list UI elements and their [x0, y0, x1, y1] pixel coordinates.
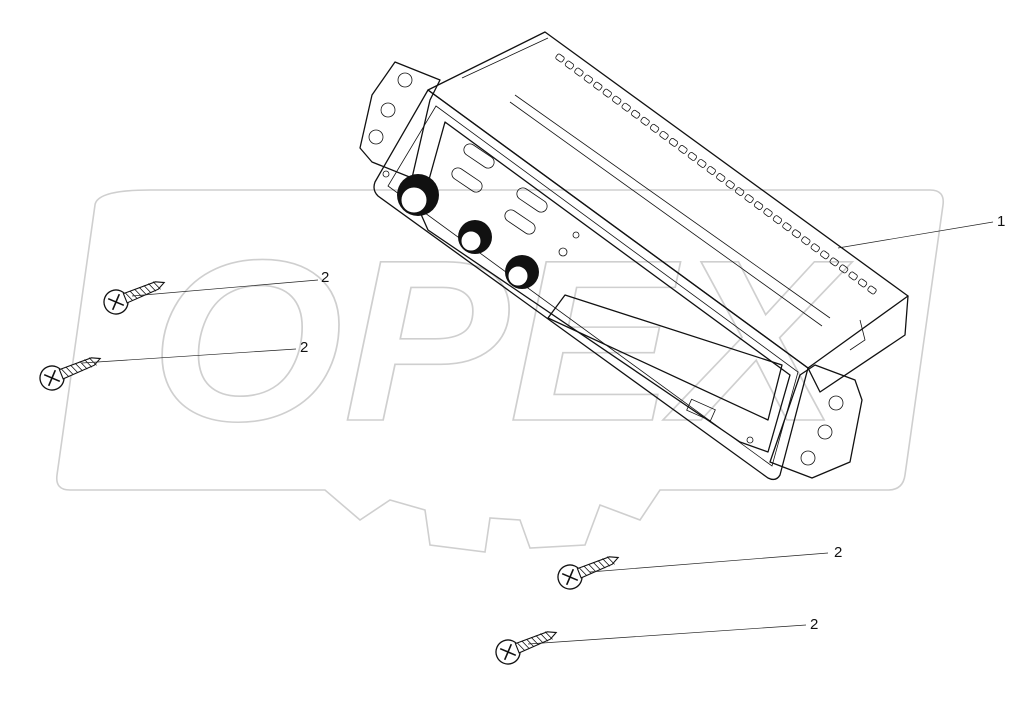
- vent-slot: [612, 95, 622, 105]
- callout-radio: 1: [997, 213, 1005, 230]
- vent-slot: [555, 53, 565, 63]
- vent-slot: [848, 271, 858, 281]
- radio-front-bezel: [373, 89, 809, 481]
- screw: [495, 631, 558, 665]
- vent-slot: [716, 173, 726, 182]
- vent-slot: [602, 88, 612, 98]
- vent-slot: [782, 222, 792, 232]
- vent-slot: [564, 60, 575, 70]
- usb-port: [686, 398, 716, 422]
- callout-screw-d: 2: [810, 616, 818, 633]
- tuning-knob: [458, 220, 492, 254]
- vent-slot: [820, 250, 830, 260]
- vent-slot: [857, 278, 868, 288]
- watermark-logo: OPEX: [55, 189, 945, 553]
- callout-labels: 1 2 2 2 2: [300, 213, 1005, 633]
- vent-slot: [829, 257, 839, 267]
- callout-screw-a: 2: [321, 269, 329, 286]
- third-knob: [505, 255, 539, 289]
- vent-slot: [659, 130, 669, 140]
- vent-slot: [801, 236, 811, 246]
- screw: [39, 357, 102, 391]
- watermark-text: OPEX: [150, 212, 852, 469]
- vent-slot: [839, 264, 849, 274]
- vent-slot: [706, 166, 716, 175]
- callout-screw-c: 2: [834, 544, 842, 561]
- vent-slot: [763, 208, 773, 218]
- radio-unit: [359, 31, 909, 481]
- vent-slot: [668, 137, 679, 147]
- vent-slots: [555, 53, 877, 295]
- volume-knob: [397, 174, 439, 216]
- vent-slot: [744, 194, 754, 203]
- vent-slot: [678, 145, 688, 154]
- vent-slot: [574, 67, 584, 77]
- vent-slot: [687, 152, 697, 161]
- vent-slot: [810, 243, 820, 253]
- vent-slot: [697, 159, 707, 168]
- vent-slot: [649, 123, 660, 133]
- vent-slot: [772, 215, 783, 225]
- screw: [103, 281, 166, 315]
- leader-lines: [81, 221, 994, 645]
- vent-slot: [593, 81, 603, 91]
- callout-screw-b: 2: [300, 339, 308, 356]
- vent-slot: [640, 116, 650, 126]
- vent-slot: [583, 74, 593, 84]
- right-mounting-bracket: [769, 364, 863, 479]
- vent-slot: [631, 109, 641, 119]
- preset-buttons: [451, 143, 548, 235]
- vent-slot: [753, 201, 764, 211]
- vent-slot: [791, 229, 801, 239]
- screws: [39, 281, 620, 665]
- vent-slot: [725, 180, 735, 189]
- vent-slot: [621, 102, 631, 112]
- vent-slot: [867, 285, 877, 295]
- watermark-gear-outline: [55, 189, 945, 553]
- screw: [557, 556, 620, 590]
- display-window: [547, 294, 783, 421]
- left-mounting-bracket: [359, 61, 441, 179]
- vent-slot: [735, 187, 745, 196]
